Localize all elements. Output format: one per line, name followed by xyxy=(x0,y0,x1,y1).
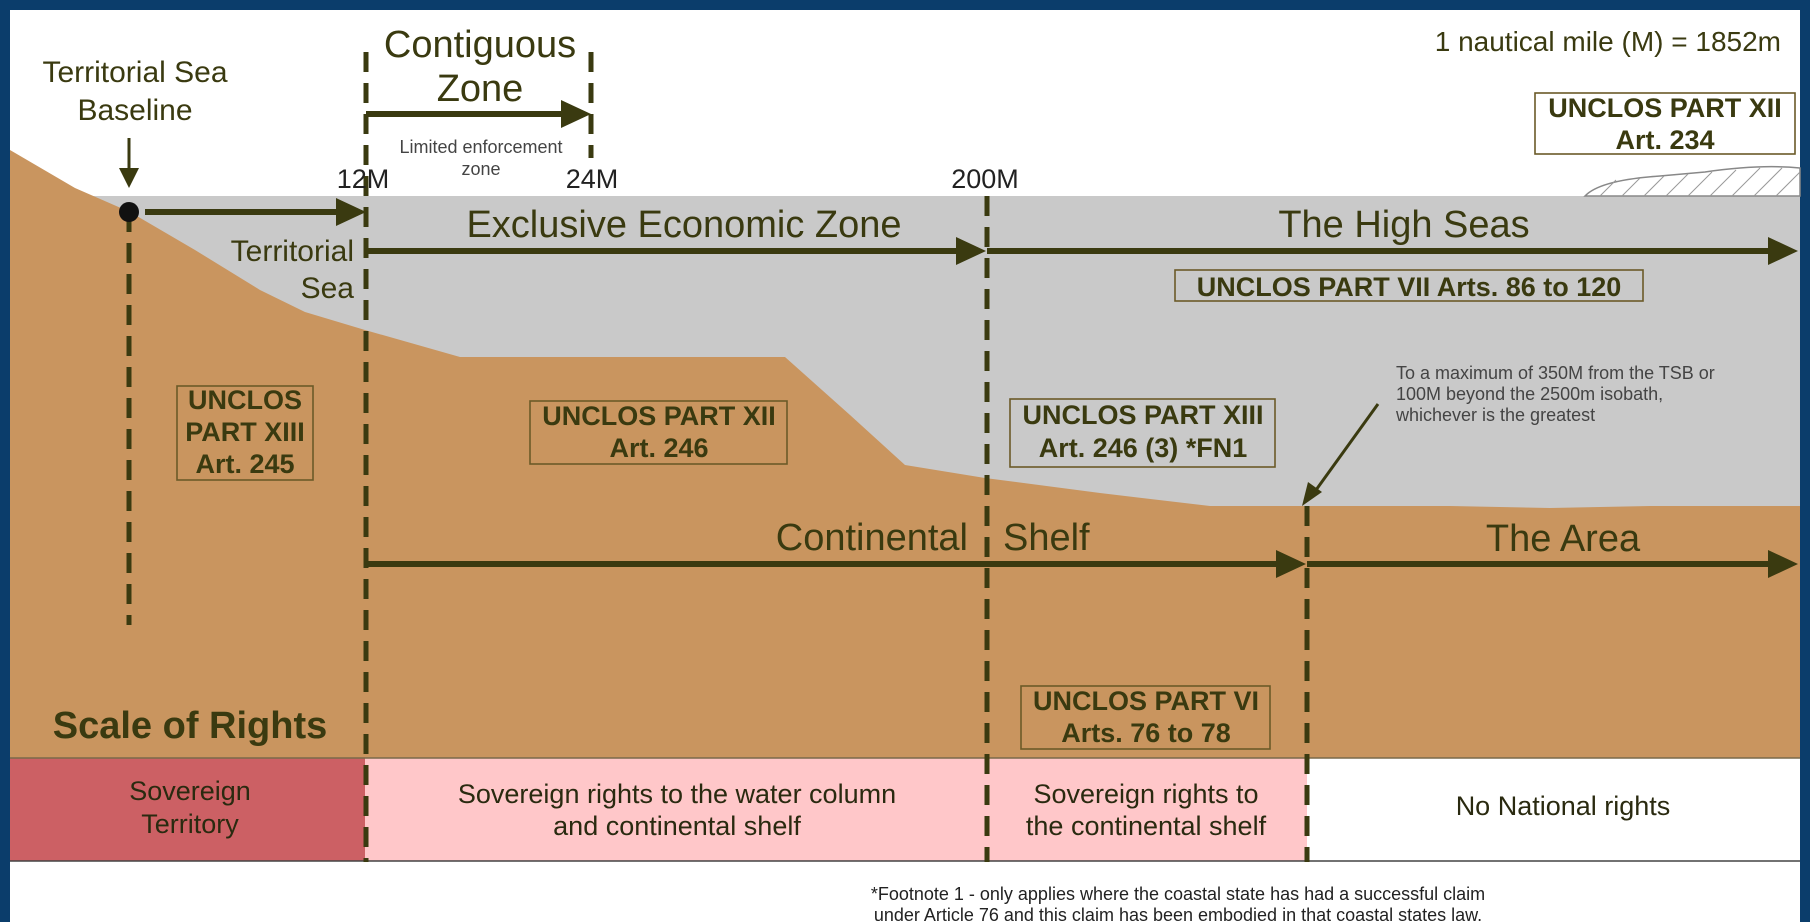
water-column-rights-cell xyxy=(365,758,987,861)
unclos-part13-art245-box: UNCLOS PART XIII Art. 245 xyxy=(176,385,314,481)
tick-24m: 24M xyxy=(566,164,619,194)
unclos-part13-art245-line3: Art. 245 xyxy=(195,449,294,479)
unclos-part12-art246-line1: UNCLOS PART XII xyxy=(542,401,776,431)
cliff-hatching xyxy=(1599,167,1801,197)
territorial-sea-label-line2: Sea xyxy=(301,272,355,305)
area-arrowhead xyxy=(1768,550,1798,578)
unclos-part12-art234-box: UNCLOS PART XII Art. 234 xyxy=(1534,92,1796,155)
unclos-part7-label: UNCLOS PART VII Arts. 86 to 120 xyxy=(1197,272,1622,302)
sovereign-territory-cell xyxy=(10,758,365,861)
continental-shelf-rights-line1: Sovereign rights to xyxy=(1033,779,1258,809)
tick-12m: 12M xyxy=(337,164,390,194)
unclos-part12-art246-line2: Art. 246 xyxy=(609,433,708,463)
no-rights-label: No National rights xyxy=(1456,791,1671,821)
limited-enforcement-line1: Limited enforcement xyxy=(399,137,562,157)
no-rights-cell xyxy=(1307,758,1800,861)
eez-label: Exclusive Economic Zone xyxy=(466,204,901,246)
footnote-line2: under Article 76 and this claim has been… xyxy=(874,905,1482,922)
high-seas-arrowhead xyxy=(1768,237,1798,265)
continental-shelf-rights-cell xyxy=(987,758,1307,861)
unclos-part6-line2: Arts. 76 to 78 xyxy=(1061,718,1231,748)
contiguous-zone-label-line2: Zone xyxy=(437,68,524,110)
contiguous-zone-arrowhead xyxy=(561,100,591,128)
annotation-line3: whichever is the greatest xyxy=(1395,405,1595,425)
annotation-line2: 100M beyond the 2500m isobath, xyxy=(1396,384,1663,404)
territorial-sea-label-line1: Territorial xyxy=(231,235,354,268)
annotation-pointer-head xyxy=(1302,482,1322,506)
unclos-part6-line1: UNCLOS PART VI xyxy=(1033,686,1259,716)
the-area-label: The Area xyxy=(1486,518,1641,560)
annotation-pointer-line xyxy=(1314,403,1380,491)
water-column-rights-line2: and continental shelf xyxy=(553,811,801,841)
unclos-part12-art246-box: UNCLOS PART XII Art. 246 xyxy=(529,400,788,465)
scale-of-rights-title: Scale of Rights xyxy=(53,705,328,747)
water-column-rights-line1: Sovereign rights to the water column xyxy=(458,779,896,809)
unclos-part13-art2463-line1: UNCLOS PART XIII xyxy=(1022,400,1263,430)
unclos-part12-art234-line1: UNCLOS PART XII xyxy=(1548,93,1782,123)
continental-shelf-arrowhead xyxy=(1276,550,1306,578)
territorial-sea-arrowhead xyxy=(336,198,366,226)
baseline-point xyxy=(119,202,139,222)
unclos-part13-art245-line1: UNCLOS xyxy=(188,385,302,415)
baseline-pointer-head xyxy=(119,168,139,188)
unclos-part6-box: UNCLOS PART VI Arts. 76 to 78 xyxy=(1020,685,1271,750)
footnote-line1: *Footnote 1 - only applies where the coa… xyxy=(871,884,1485,904)
continental-shelf-rights-line2: the continental shelf xyxy=(1026,811,1267,841)
unclos-part13-art2463-box: UNCLOS PART XIII Art. 246 (3) *FN1 xyxy=(1009,398,1276,468)
continental-label: Continental xyxy=(776,517,968,559)
cliff-shape xyxy=(1583,165,1801,197)
limited-enforcement-line2: zone xyxy=(461,159,500,179)
sovereign-territory-line2: Territory xyxy=(141,809,239,839)
shelf-label: Shelf xyxy=(1003,517,1090,559)
eez-arrowhead xyxy=(956,237,986,265)
unclos-part7-box: UNCLOS PART VII Arts. 86 to 120 xyxy=(1174,269,1644,302)
baseline-label-line2: Baseline xyxy=(77,94,192,127)
unclos-part12-art234-line2: Art. 234 xyxy=(1615,125,1714,155)
annotation-line1: To a maximum of 350M from the TSB or xyxy=(1396,363,1715,383)
nautical-mile-note: 1 nautical mile (M) = 1852m xyxy=(1435,26,1781,57)
baseline-label-line1: Territorial Sea xyxy=(42,56,227,89)
unclos-part13-art245-line2: PART XIII xyxy=(185,417,305,447)
unclos-part13-art2463-line2: Art. 246 (3) *FN1 xyxy=(1039,433,1248,463)
seabed-profile xyxy=(10,150,1800,758)
sovereign-territory-line1: Sovereign xyxy=(129,776,251,806)
tick-200m: 200M xyxy=(951,164,1019,194)
high-seas-label: The High Seas xyxy=(1278,204,1529,246)
contiguous-zone-label-line1: Contiguous xyxy=(384,24,576,66)
